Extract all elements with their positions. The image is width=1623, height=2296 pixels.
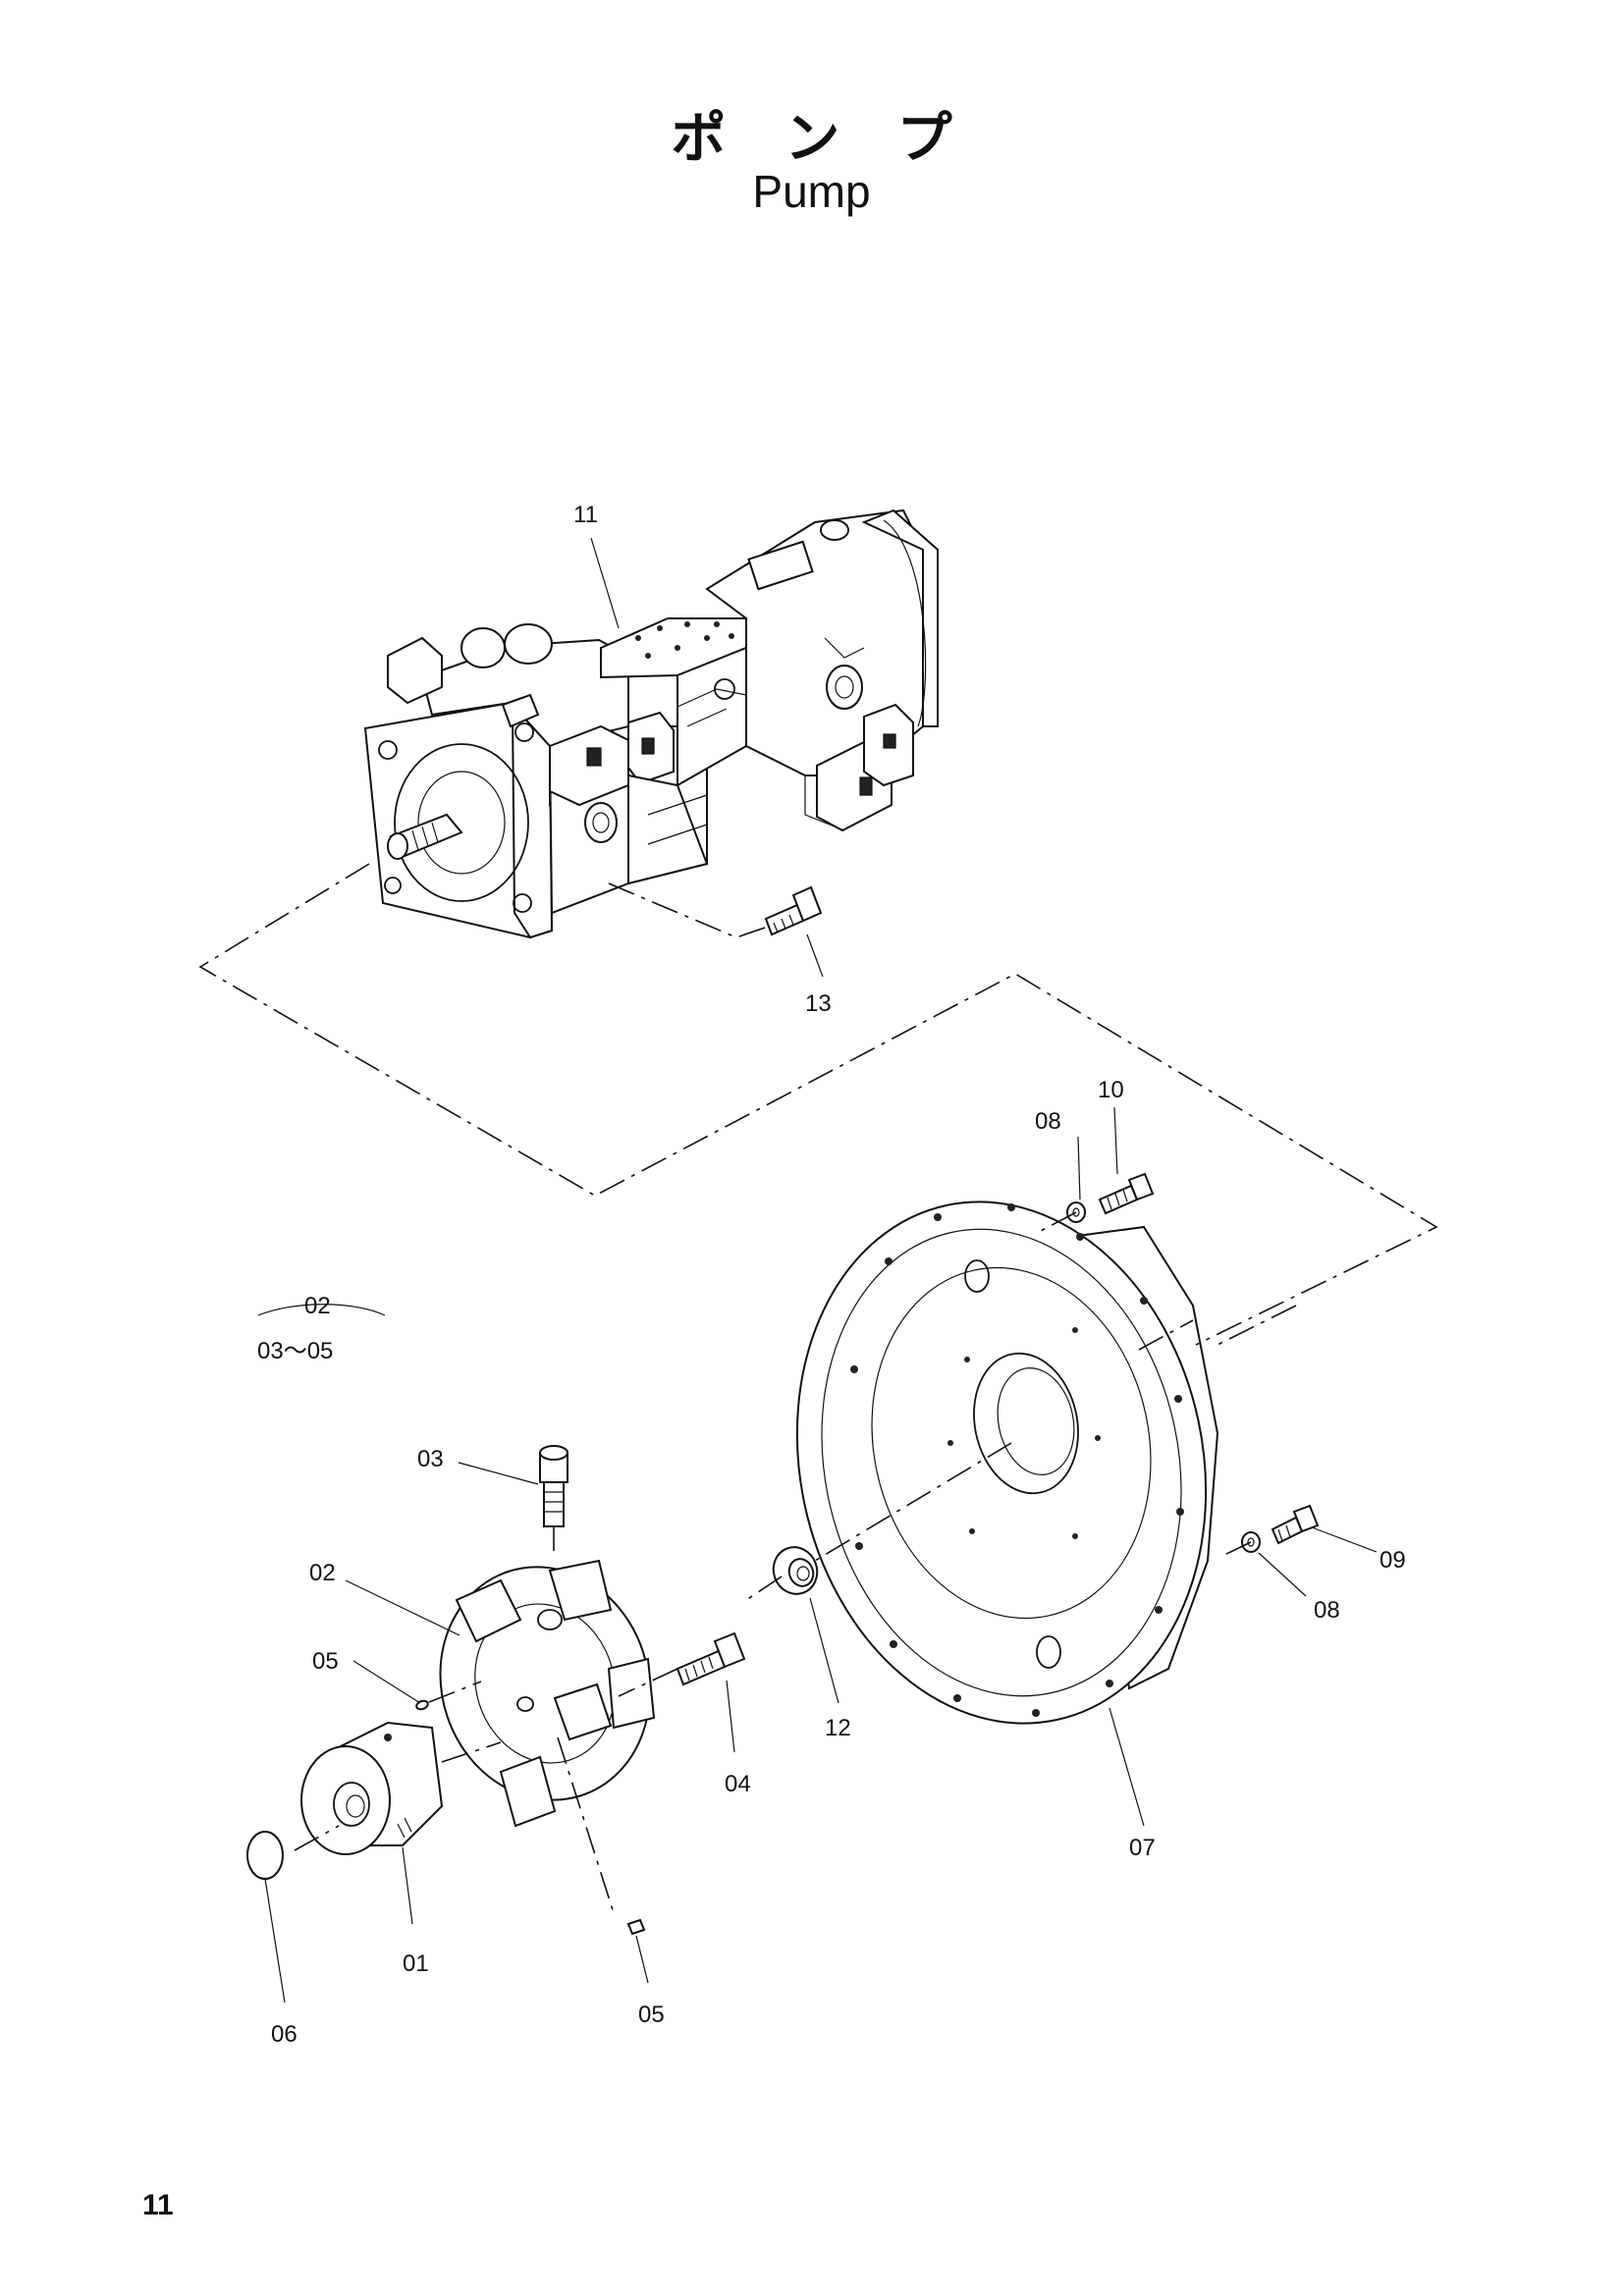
part-03-cap-screw (539, 1445, 568, 1527)
part-10-bolt-and-08-washer (1066, 1172, 1155, 1223)
callout-04: 04 (725, 1771, 751, 1797)
part-07-flywheel-housing (795, 1201, 1219, 1725)
part-06-ring (246, 1831, 284, 1880)
callout-05-lower: 05 (638, 2002, 665, 2028)
assembly-lines (198, 863, 1438, 1917)
callout-01: 01 (403, 1950, 429, 1977)
leader-lines (257, 537, 1378, 2003)
callout-13: 13 (805, 990, 832, 1017)
callout-06: 06 (271, 2021, 298, 2048)
callout-02: 02 (309, 1560, 336, 1586)
callout-11: 11 (573, 502, 598, 528)
callout-08-lower: 08 (1314, 1597, 1340, 1624)
pump-assembly (363, 508, 939, 939)
page-number: 11 (142, 2189, 174, 2221)
title-english: Pump (752, 166, 871, 217)
callout-03-05-group: 03〜05 (257, 1338, 333, 1364)
part-09-bolt-and-08-washer (1241, 1504, 1320, 1553)
part-02-coupling (439, 1559, 656, 1828)
callout-09: 09 (1380, 1547, 1406, 1574)
callout-08-upper: 08 (1035, 1108, 1061, 1135)
part-12-spacer (772, 1546, 819, 1595)
callout-07: 07 (1129, 1835, 1156, 1861)
part-04-bolt (676, 1631, 746, 1686)
part-01-hub (300, 1721, 444, 1855)
callout-10: 10 (1098, 1077, 1124, 1103)
callout-02-group: 02 (304, 1293, 331, 1319)
callout-labels: 11 13 10 08 02 03〜05 03 02 05 12 04 09 0… (257, 502, 1406, 2048)
callout-03: 03 (417, 1446, 444, 1472)
part-13-bolt (764, 885, 823, 936)
callout-12: 12 (825, 1715, 851, 1741)
callout-05-upper: 05 (312, 1648, 339, 1675)
title-japanese: ポンプ (671, 107, 1011, 171)
